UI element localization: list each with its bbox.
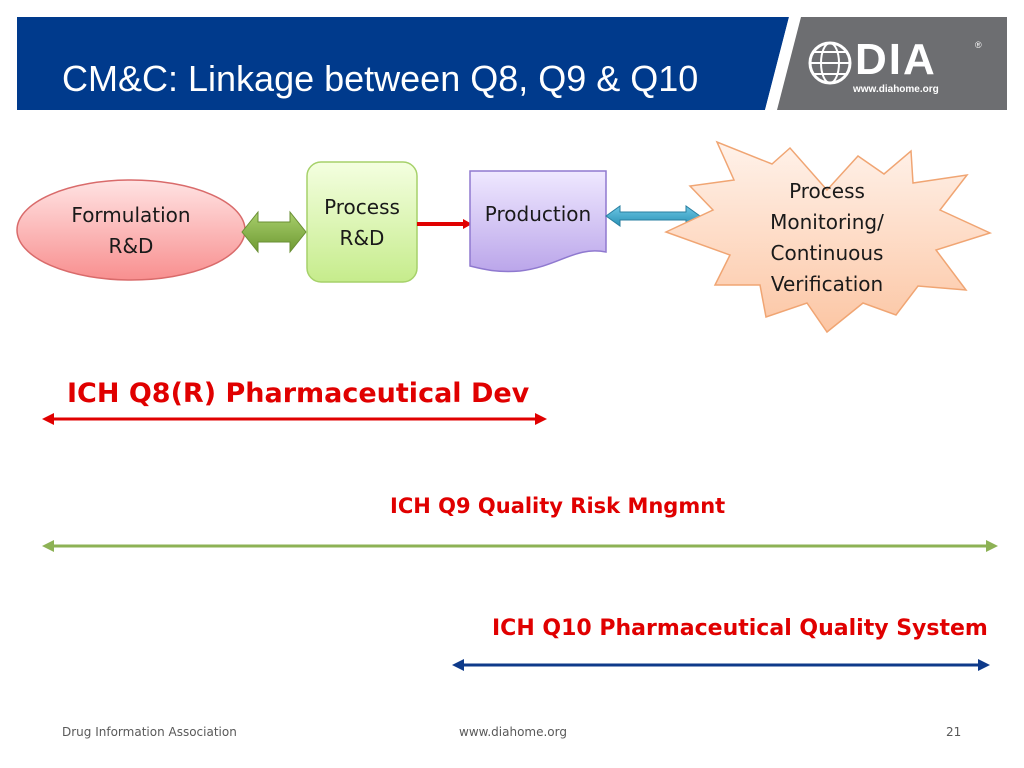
red-connector-arrowhead <box>463 219 472 229</box>
monitoring-label: Process Monitoring/ Continuous Verificat… <box>770 179 884 296</box>
q9-label: ICH Q9 Quality Risk Mngmnt <box>390 494 726 518</box>
footer-organization: Drug Information Association <box>62 725 237 739</box>
q8-label: ICH Q8(R) Pharmaceutical Dev <box>67 378 530 409</box>
production-label: Production <box>484 201 592 226</box>
process-rd-label: Process R&D <box>324 195 400 250</box>
dia-logo: DIA ® www.diahome.org <box>805 36 985 98</box>
globe-icon <box>808 41 852 85</box>
q10-arrowhead-left <box>452 659 464 671</box>
production-document <box>469 170 607 273</box>
monitoring-starburst <box>664 140 993 334</box>
q9-arrowhead-left <box>42 540 54 552</box>
q8-arrowhead-left <box>42 413 54 425</box>
page-number: 21 <box>946 725 962 739</box>
page-title: CM&C: Linkage between Q8, Q9 & Q10 <box>62 58 699 99</box>
registered-mark: ® <box>975 40 982 50</box>
green-double-arrow <box>241 210 307 254</box>
q8-arrowhead-right <box>535 413 547 425</box>
logo-wordmark: DIA <box>855 35 937 84</box>
q9-arrowhead-right <box>986 540 998 552</box>
q10-arrowhead-right <box>978 659 990 671</box>
footer-website[interactable]: www.diahome.org <box>459 725 567 739</box>
header-bar <box>17 17 1007 110</box>
header-background <box>17 17 1007 110</box>
q10-label: ICH Q10 Pharmaceutical Quality System <box>492 616 988 641</box>
formulation-label: Formulation R&D <box>71 203 191 258</box>
logo-url: www.diahome.org <box>853 84 939 95</box>
